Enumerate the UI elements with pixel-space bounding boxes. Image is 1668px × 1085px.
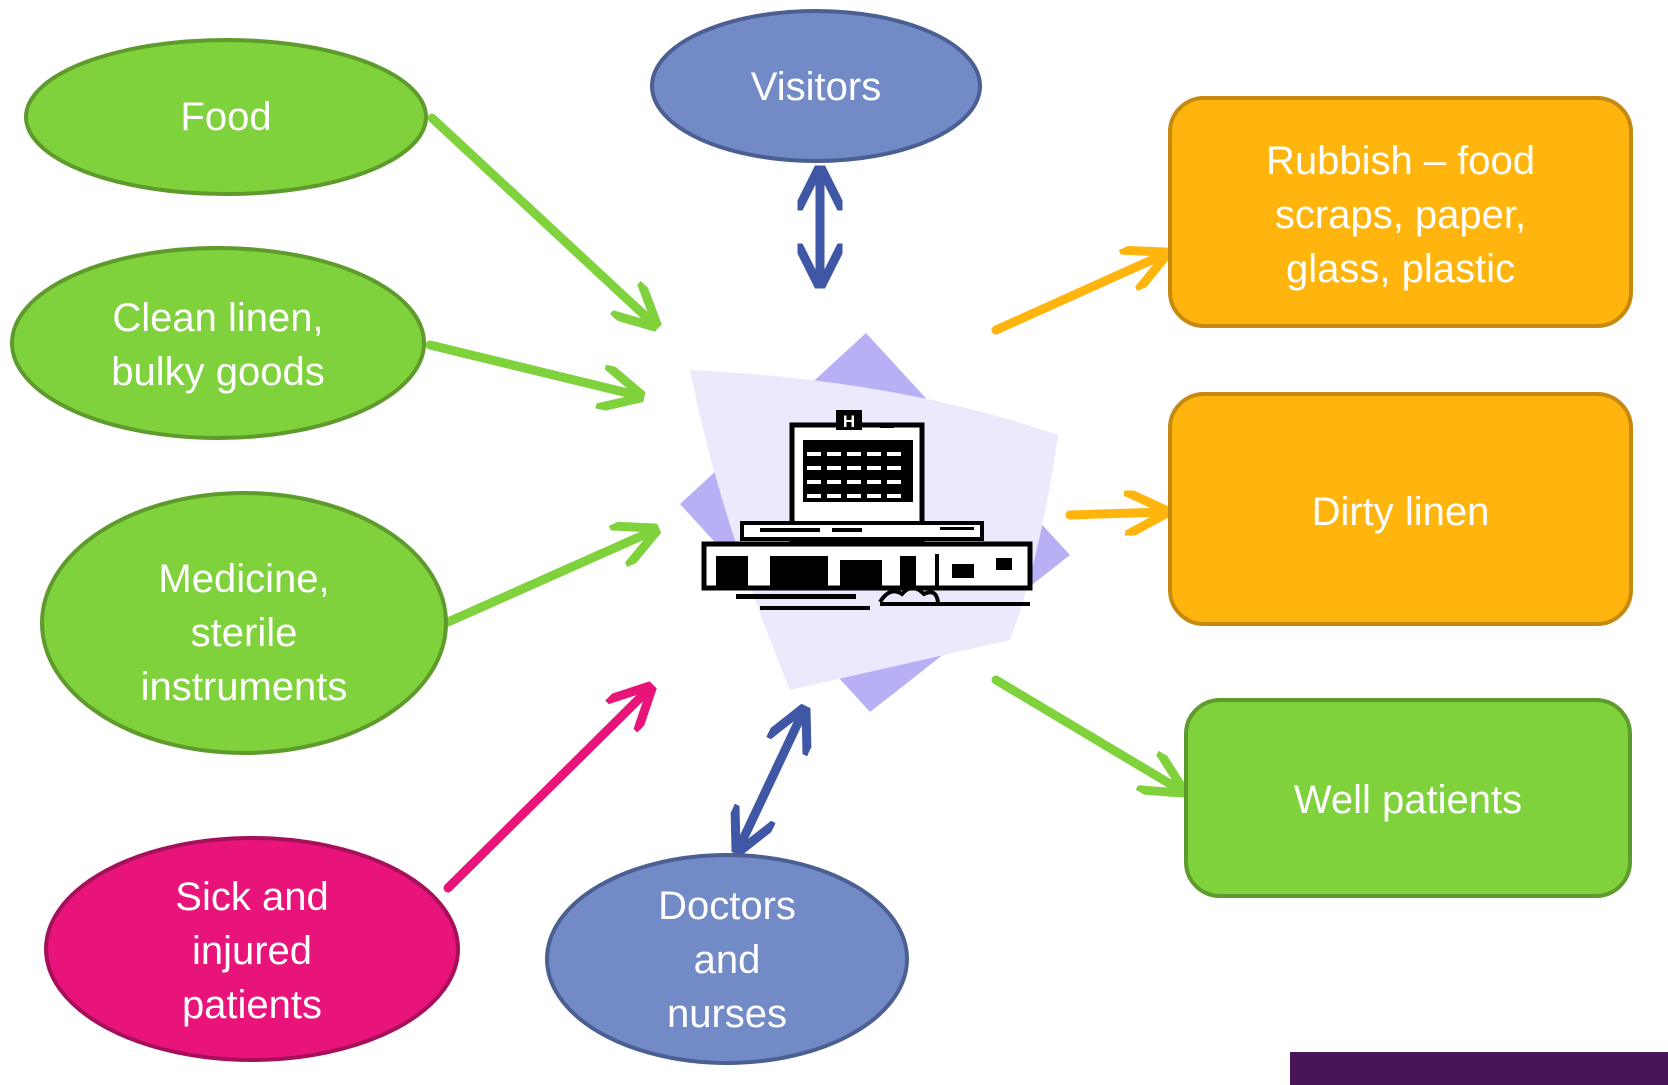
well-patients-box	[1184, 698, 1632, 898]
arrow-medicine-in	[443, 530, 655, 627]
arrow-linen-in	[425, 340, 640, 396]
footer-accent-bar	[1290, 1052, 1668, 1085]
medicine-ellipse	[40, 491, 448, 755]
visitors-label: Visitors	[750, 65, 882, 109]
doctors-nurses-label: Doctors and nurses	[658, 884, 796, 1036]
clean-linen-ellipse	[10, 246, 426, 440]
arrow-doctors-both	[738, 710, 804, 850]
well-patients-label: Well patients	[1293, 778, 1523, 822]
clean-linen-label: Clean linen, bulky goods	[111, 296, 325, 394]
sick-patients-label: Sick and injured patients	[175, 875, 329, 1027]
rubbish-box	[1168, 96, 1633, 328]
visitors-ellipse	[650, 9, 982, 163]
rubbish-label: Rubbish – food scraps, paper, glass, pla…	[1265, 139, 1536, 291]
arrow-well-patients-out	[991, 675, 1182, 791]
node-shapes	[10, 9, 1633, 1065]
food-ellipse	[24, 38, 428, 196]
sick-patients-ellipse	[44, 836, 460, 1062]
svg-text:H: H	[843, 412, 855, 431]
arrow-sick-patients-in	[443, 688, 650, 893]
arrow-dirty-linen-out	[1065, 512, 1165, 515]
medicine-label: Medicine, sterile instruments	[140, 557, 348, 709]
food-label: Food	[180, 95, 272, 139]
arrow-food-in	[427, 113, 655, 325]
dirty-linen-label: Dirty linen	[1311, 490, 1490, 534]
doctors-nurses-ellipse	[545, 853, 909, 1065]
hospital-building-icon: H	[701, 410, 1033, 610]
dirty-linen-box	[1168, 392, 1633, 626]
arrow-rubbish-out	[991, 254, 1165, 335]
flow-arrows	[425, 113, 1182, 893]
hospital-illustration: H	[680, 333, 1070, 712]
